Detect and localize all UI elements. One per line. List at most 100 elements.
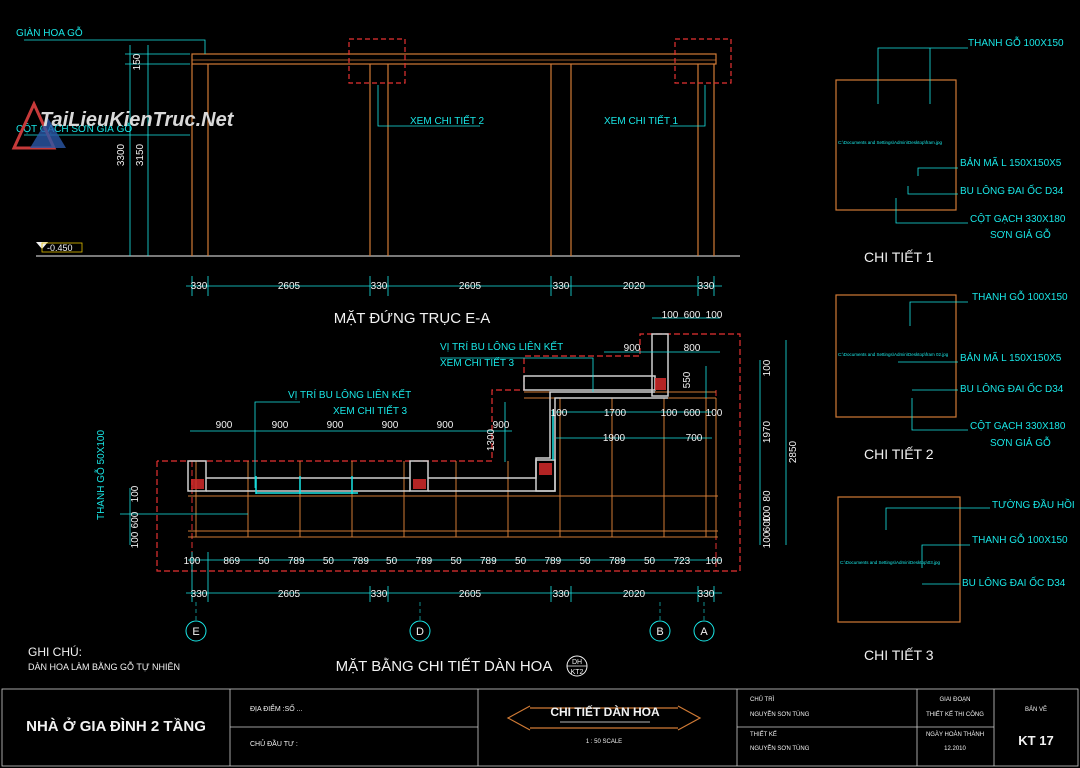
- ban-ve-label: BẢN VẼ: [1025, 706, 1047, 713]
- notes-text: DÀN HOA LÀM BẰNG GỖ TỰ NHIÊN: [28, 661, 180, 672]
- plan-title: MẶT BẰNG CHI TIẾT DÀN HOA: [336, 657, 553, 675]
- dim-plan-mid: 100: [661, 408, 678, 419]
- dim-plan-top-right: 600: [684, 310, 701, 321]
- dim-plan-bottom: 100: [706, 556, 723, 567]
- axis-bubble-d: D: [409, 620, 431, 642]
- giai-doan-label: GIAI ĐOẠN: [939, 697, 970, 703]
- dim-plan-700: 700: [686, 433, 703, 444]
- chu-tri-name: NGUYỄN SƠN TÙNG: [750, 711, 810, 718]
- dim-plan-top: 900: [382, 420, 399, 431]
- plan-bottom-row-1: 100 869 50 789 50 789 50 789 50 789 50 7…: [184, 556, 723, 567]
- dim-h: 330: [553, 281, 570, 292]
- symbol-bottom: KT2: [571, 669, 584, 676]
- dim-plan-bottom: 50: [258, 556, 270, 567]
- chu-dau-tu: CHỦ ĐẦU TƯ :: [250, 738, 298, 748]
- dim-plan-top-right: 100: [706, 310, 723, 321]
- detail-2-label: CỘT GẠCH 330X180: [970, 419, 1066, 432]
- axis-label: E: [192, 626, 199, 638]
- watermark-text: TaiLieuKienTruc.Net: [40, 109, 235, 131]
- dim-plan-bottom: 50: [323, 556, 335, 567]
- dim-plan-top: 900: [272, 420, 289, 431]
- dim-plan-bottom: 869: [223, 556, 240, 567]
- project-name: NHÀ Ở GIA ĐÌNH 2 TẦNG: [26, 717, 206, 735]
- detail-1-label: BU LÔNG ĐAI ỐC D34: [960, 183, 1064, 197]
- dim-plan-right: 100: [762, 505, 773, 522]
- dim-h: 330: [698, 281, 715, 292]
- dim-plan-bottom: 789: [609, 556, 626, 567]
- dim-h: 330: [371, 281, 388, 292]
- label-gian-hoa-go: GIÀN HOA GỖ: [16, 26, 83, 39]
- dim-plan-top-right: 100: [662, 310, 679, 321]
- dim-plan-2850: 2850: [788, 440, 799, 463]
- dim-plan-900: 900: [624, 343, 641, 354]
- label-xem-ct3-1: XEM CHI TIẾT 3: [333, 404, 408, 417]
- detail-3-path: C:\Documents and Settings\Admin\Desktop\…: [840, 560, 941, 565]
- axis-bubble-a: A: [693, 620, 715, 642]
- dim-plan-bottom2: 2020: [623, 589, 646, 600]
- detail-3-label: BU LÔNG ĐAI ỐC D34: [962, 575, 1066, 589]
- dim-plan-bottom: 789: [544, 556, 561, 567]
- detail-3-label: THANH GỖ 100X150: [972, 533, 1068, 546]
- dim-plan-mid: 100: [706, 408, 723, 419]
- dim-plan-1300: 1300: [486, 428, 497, 451]
- dim-plan-1900: 1900: [603, 433, 626, 444]
- plan-drawing: VỊ TRÍ BU LÔNG LIÊN KẾT XEM CHI TIẾT 3 V…: [94, 310, 799, 677]
- dim-plan-left: 100: [130, 531, 141, 548]
- label-xem-chi-tiet-1: XEM CHI TIẾT 1: [604, 114, 679, 127]
- dim-plan-mid: 100: [551, 408, 568, 419]
- dim-plan-left: 100: [130, 485, 141, 502]
- detail-1-path: C:\Documents and Settings\Admin\Desktop\…: [838, 140, 943, 145]
- detail-2-path: C:\Documents and Settings\Admin\Desktop\…: [838, 352, 949, 357]
- ngay-value: 12.2010: [944, 746, 966, 752]
- dim-plan-bottom: 50: [451, 556, 463, 567]
- label-thanh-go-50x100: THANH GỖ 50X100: [94, 430, 107, 520]
- dim-h: 2020: [623, 281, 646, 292]
- detail-1-label: THANH GỖ 100X150: [968, 36, 1064, 49]
- label-xem-chi-tiet-2: XEM CHI TIẾT 2: [410, 114, 485, 127]
- label-bu-long-2: VỊ TRÍ BU LÔNG LIÊN KẾT: [440, 340, 563, 353]
- dim-plan-right: 100: [762, 531, 773, 548]
- elevation-title: MẶT ĐỨNG TRỤC E-A: [334, 310, 490, 327]
- dim-plan-left: 600: [130, 511, 141, 528]
- detail-2-label: THANH GỖ 100X150: [972, 290, 1068, 303]
- dim-plan-bottom2: 330: [191, 589, 208, 600]
- dim-plan-right: 100: [762, 359, 773, 376]
- dim-plan-bottom: 100: [184, 556, 201, 567]
- detail-1-label: BẢN MÃ L 150X150X5: [960, 156, 1062, 169]
- axis-label: D: [416, 626, 424, 638]
- title-block: NHÀ Ở GIA ĐÌNH 2 TẦNG ĐỊA ĐIỂM :SỐ ... C…: [1, 688, 1079, 767]
- dim-plan-bottom: 50: [515, 556, 527, 567]
- detail-3: C:\Documents and Settings\Admin\Desktop\…: [837, 496, 1075, 663]
- dim-plan-bottom2: 330: [371, 589, 388, 600]
- dim-v-3300: 3300: [116, 143, 127, 166]
- dim-h: 2605: [278, 281, 301, 292]
- ngay-label: NGÀY HOÀN THÀNH: [926, 731, 984, 738]
- dia-diem: ĐỊA ĐIỂM :SỐ ...: [250, 703, 303, 713]
- dim-plan-mid: 600: [684, 408, 701, 419]
- axis-bubble-e: E: [185, 620, 207, 642]
- plan-symbol: DH KT2: [566, 655, 588, 677]
- detail-2-title: CHI TIẾT 2: [864, 446, 934, 462]
- drawing-title: CHI TIẾT DÀN HOA: [550, 704, 660, 719]
- elevation-drawing: GIÀN HOA GỖ CỘT GẠCH SƠN GIẢ GỖ XEM CHI …: [16, 26, 740, 327]
- thiet-ke-name: NGUYỄN SƠN TÙNG: [750, 745, 810, 752]
- dim-plan-top: 900: [493, 420, 510, 431]
- dim-plan-top: 900: [216, 420, 233, 431]
- dim-plan-bottom2: 330: [553, 589, 570, 600]
- dim-plan-bottom2: 2605: [278, 589, 301, 600]
- detail-1-title: CHI TIẾT 1: [864, 249, 934, 265]
- dim-v-150: 150: [132, 53, 143, 70]
- dim-plan-bottom2: 330: [698, 589, 715, 600]
- thiet-ke-label: THIẾT KẾ: [750, 731, 777, 738]
- dim-plan-bottom: 50: [386, 556, 398, 567]
- dim-plan-550: 550: [682, 371, 693, 388]
- detail-1-label: SƠN GIẢ GỖ: [990, 228, 1051, 241]
- dim-plan-right: 80: [762, 490, 773, 502]
- dim-plan-bottom: 789: [480, 556, 497, 567]
- watermark-logo: TaiLieuKienTruc.Net: [11, 100, 235, 150]
- symbol-top: DH: [572, 659, 582, 666]
- axis-label: B: [656, 626, 663, 638]
- drawing-scale: 1 : 50 SCALE: [586, 739, 622, 745]
